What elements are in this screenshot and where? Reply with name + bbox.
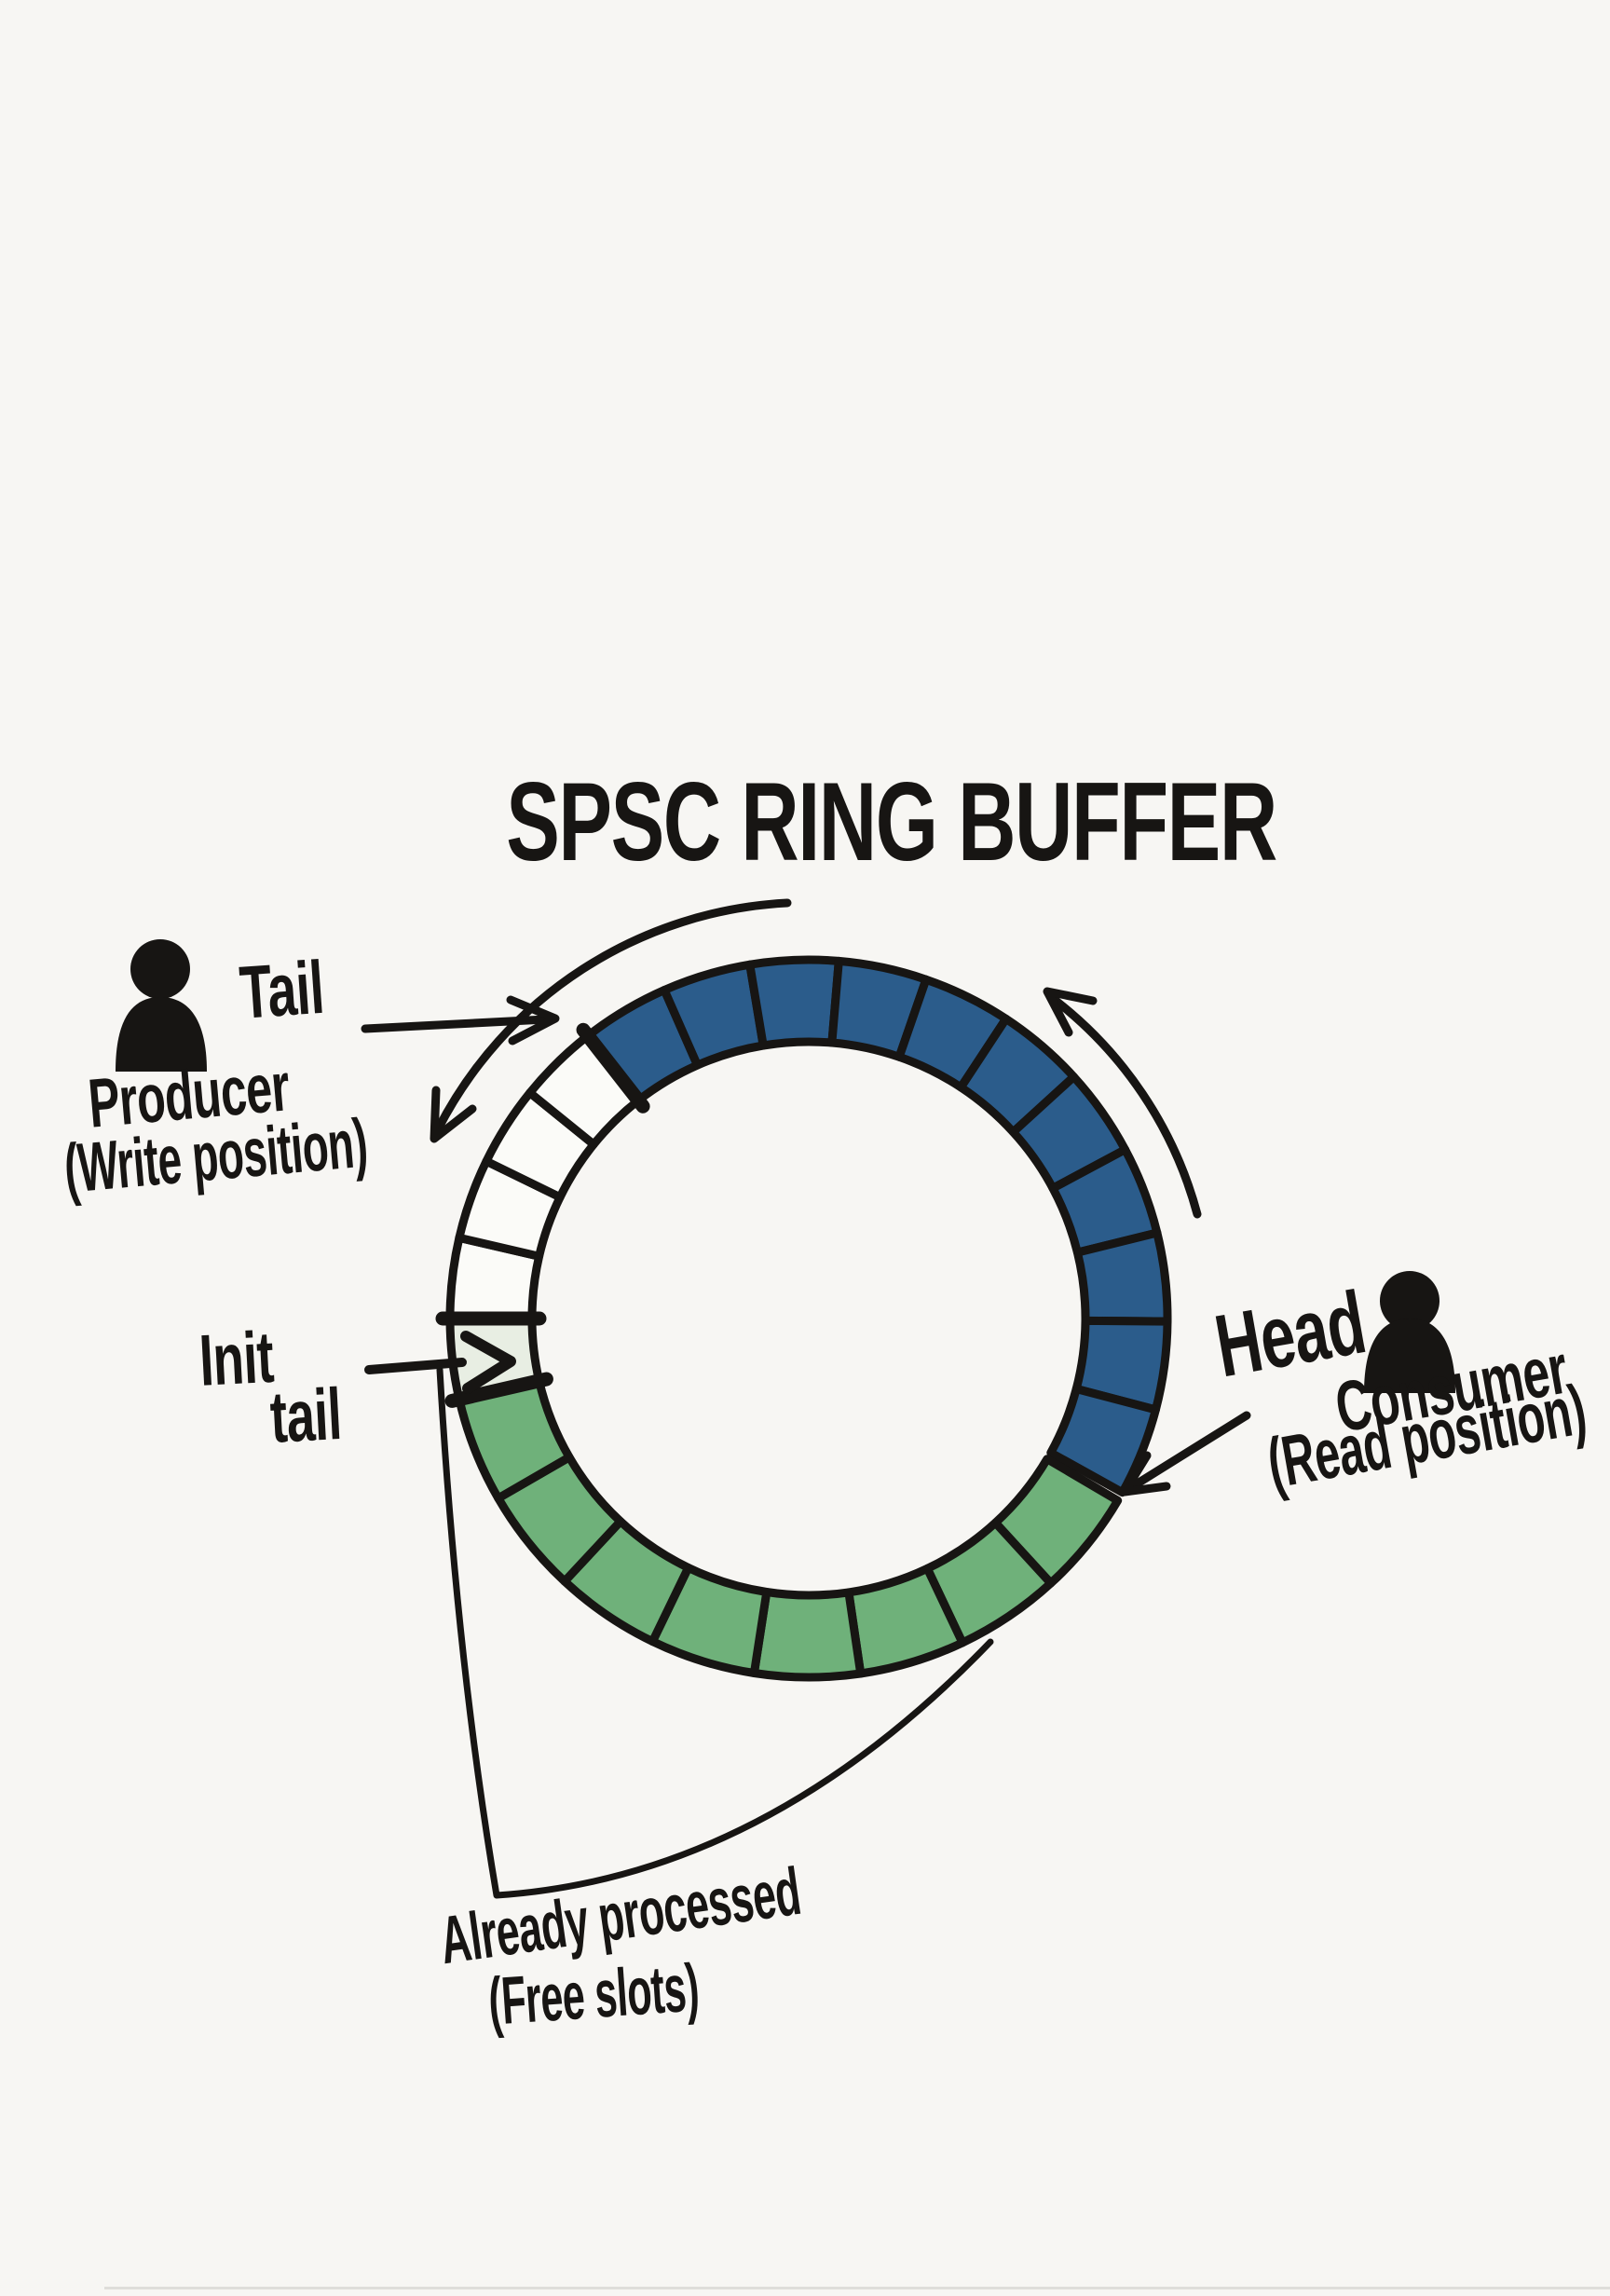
ring-segment-filled-slot-11 xyxy=(1046,1385,1160,1497)
tail-arrow xyxy=(361,995,560,1046)
ring-segment-filled-slot-3 xyxy=(745,955,843,1050)
init-tail-label-line1: Init xyxy=(197,1315,276,1401)
ring-segment-processed-slot-4 xyxy=(749,1588,866,1682)
init-tail-label-line2: tail xyxy=(267,1373,344,1458)
ring-bold-boundaries xyxy=(435,1022,650,1408)
consumer-person-icon xyxy=(1364,1271,1455,1393)
rotation-arrow-right xyxy=(1043,987,1202,1219)
free-slots-label-line2: (Free slots) xyxy=(485,1950,702,2040)
producer-person-icon xyxy=(116,939,207,1072)
init-tail-arrow xyxy=(364,1331,516,1394)
ring-boundary-line xyxy=(576,1022,650,1114)
page-title: SPSC RING BUFFER xyxy=(506,759,1277,884)
ring-segment-filled-slot-9 xyxy=(1072,1228,1172,1326)
free-slots-leader-line xyxy=(436,1366,994,1899)
bottom-edge-rule xyxy=(104,2287,1610,2289)
ring-segments-group xyxy=(445,955,1172,1682)
rotation-arrow-top xyxy=(430,898,792,1143)
tail-label: Tail xyxy=(237,945,327,1034)
head-arrow xyxy=(1120,1411,1251,1496)
ring-boundary-line xyxy=(444,1372,553,1408)
